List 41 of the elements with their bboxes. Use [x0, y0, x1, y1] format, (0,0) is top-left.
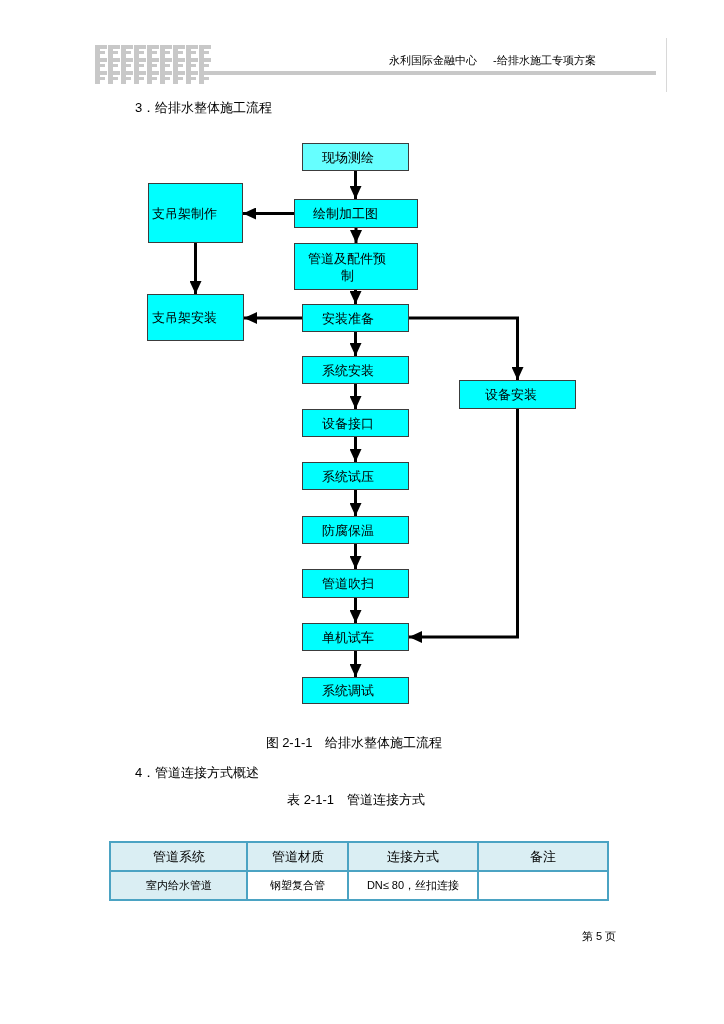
- process-box: 管道及配件预制: [294, 243, 418, 290]
- arrow: [349, 290, 362, 304]
- table-header-cell: 连接方式: [347, 841, 479, 872]
- arrow: [349, 437, 362, 462]
- process-box: 系统安装: [302, 356, 409, 384]
- process-box: 绘制加工图: [294, 199, 418, 228]
- table-caption: 表 2-1-1 管道连接方式: [287, 790, 425, 808]
- table-header-cell: 管道系统: [109, 841, 248, 872]
- arrow: [349, 171, 362, 199]
- arrow: [409, 316, 524, 380]
- process-box: 支吊架制作: [148, 183, 243, 243]
- arrow: [349, 651, 362, 677]
- arrow: [349, 544, 362, 569]
- page-number: 第 5 页: [582, 929, 617, 943]
- table-header-cell: 备注: [477, 841, 609, 872]
- arrow: [349, 332, 362, 356]
- process-box: 设备安装: [459, 380, 576, 409]
- arrow: [349, 598, 362, 623]
- arrow: [243, 207, 294, 220]
- process-box: 支吊架安装: [147, 294, 244, 341]
- figure-caption: 图 2-1-1 给排水整体施工流程: [265, 733, 443, 751]
- process-box: 管道吹扫: [302, 569, 409, 598]
- section-heading: 4．管道连接方式概述: [135, 763, 260, 781]
- table-header-cell: 管道材质: [246, 841, 349, 872]
- process-box: 单机试车: [302, 623, 409, 651]
- header-text: -给排水施工专项方案: [493, 53, 596, 67]
- process-box: 防腐保温: [302, 516, 409, 544]
- section-heading: 3．给排水整体施工流程: [135, 98, 273, 116]
- arrow: [349, 384, 362, 409]
- header-text: 永利国际金融中心: [389, 53, 477, 67]
- process-box: 系统调试: [302, 677, 409, 704]
- arrow: [189, 243, 202, 294]
- arrow: [409, 409, 519, 643]
- arrow: [350, 228, 362, 243]
- process-box: 安装准备: [302, 304, 409, 332]
- process-box: 现场测绘: [302, 143, 409, 171]
- table-cell: 室内给水管道: [109, 870, 248, 901]
- process-box: 设备接口: [302, 409, 409, 437]
- arrow: [349, 490, 362, 516]
- arrow: [244, 312, 302, 324]
- process-box: 系统试压: [302, 462, 409, 490]
